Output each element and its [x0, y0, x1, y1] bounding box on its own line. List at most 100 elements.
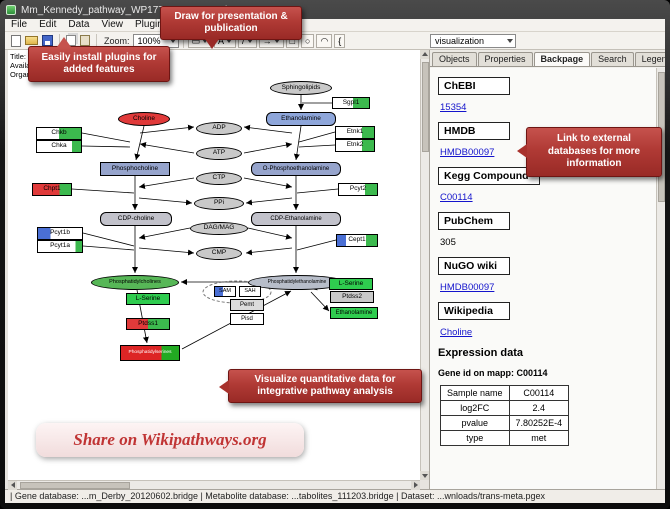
callout-visualize-text: Visualize quantitative data for integrat… [254, 373, 396, 398]
node-label: L-Serine [338, 279, 364, 287]
visualization-combobox[interactable]: visualization [430, 34, 516, 48]
backpage-link-wikipedia[interactable]: Choline [440, 327, 473, 338]
pathway-node-ptdss2[interactable]: Ptdss2 [330, 291, 374, 303]
node-label: Pcyt1b [50, 229, 70, 237]
save-icon[interactable] [42, 35, 53, 46]
pathway-node-pisd[interactable]: Pisd [230, 313, 264, 325]
scroll-left-icon[interactable] [8, 481, 17, 490]
brace-tool[interactable]: { [334, 33, 346, 48]
pathway-node-pcyt1a[interactable]: Pcyt1a [37, 240, 83, 253]
toolbar-separator [182, 33, 184, 48]
node-label: PPi [213, 199, 225, 207]
line-tool-icon: / [242, 35, 245, 46]
backpage-link-kegg-compound[interactable]: C00114 [440, 192, 473, 203]
scroll-down-icon[interactable] [420, 471, 429, 480]
chevron-down-icon [226, 38, 233, 43]
table-cell: 7.80252E-4 [508, 415, 570, 431]
pathway-node-l-serine[interactable]: L-Serine [329, 278, 373, 290]
node-label: DAG/MAG [203, 224, 235, 232]
pathway-node-sah[interactable]: SAH [239, 286, 261, 297]
node-label: Ethanolamine [281, 114, 321, 122]
backpage-header-chebi: ChEBI [438, 77, 510, 95]
pathway-node-choline[interactable]: Choline [118, 112, 170, 126]
pathway-node-chka[interactable]: Chka [36, 140, 82, 153]
pathway-node-phosphatidylcholines[interactable]: Phosphatidylcholines [91, 275, 179, 290]
node-label: Pemt [239, 302, 254, 308]
pathway-node-cmp[interactable]: CMP [196, 247, 242, 260]
node-label: CDP-Ethanolamine [270, 216, 322, 222]
pathway-node-chpt1[interactable]: Chpt1 [32, 183, 72, 196]
pathway-node-ctp[interactable]: CTP [196, 172, 242, 185]
pathway-node-adp[interactable]: ADP [196, 122, 242, 135]
backpage-value-pubchem: 305 [440, 237, 456, 248]
titlebar[interactable]: Mm_Kennedy_pathway_WP1771_45176.gpml [6, 2, 664, 18]
pathway-node-pcyt1b[interactable]: Pcyt1b [37, 227, 83, 240]
scrollbar-thumb[interactable] [20, 482, 130, 489]
menu-file[interactable]: File [11, 19, 28, 30]
pathway-node-pemt[interactable]: Pemt [230, 299, 264, 311]
menu-data[interactable]: Data [68, 19, 90, 30]
pathway-node-dag-mag[interactable]: DAG/MAG [190, 222, 248, 235]
backpage-link-chebi[interactable]: 15354 [440, 102, 467, 113]
scrollbar-thumb[interactable] [422, 62, 429, 152]
paste-icon[interactable] [80, 35, 90, 46]
arc-tool[interactable]: ◠ [316, 33, 333, 48]
node-label: Phosphatidylethanolamine [267, 279, 327, 285]
pathway-node-phosphatidylethanolamine[interactable]: Phosphatidylethanolamine [248, 275, 346, 290]
node-label: Cept1 [348, 236, 366, 244]
chevron-down-icon [169, 38, 176, 43]
pathway-node-pcyt2[interactable]: Pcyt2 [338, 183, 378, 196]
menu-view[interactable]: View [101, 19, 123, 30]
pathway-node-cdp-choline[interactable]: CDP-choline [100, 212, 172, 226]
backpage-link-hmdb[interactable]: HMDB00097 [440, 147, 495, 158]
pathway-node-sam[interactable]: SAM [214, 286, 236, 297]
menu-plugins[interactable]: Plugins [134, 19, 168, 30]
pathway-node-ppi[interactable]: PPi [194, 197, 244, 210]
zoom-label: Zoom: [104, 35, 130, 46]
arrow-tool-icon: → [262, 35, 272, 46]
node-label: Ptdss1 [138, 319, 158, 327]
pathway-node-ethanolamine[interactable]: Ethanolamine [266, 112, 336, 126]
tab-legend[interactable]: Legend [634, 52, 665, 66]
node-label: Phosphatidylserines [128, 349, 172, 355]
side-panel: ObjectsPropertiesBackpageSearchLegend Ch… [429, 50, 665, 489]
pathway-node-cept1[interactable]: Cept1 [336, 234, 378, 247]
backpage-link-nugo-wiki[interactable]: HMDB00097 [440, 282, 495, 293]
tab-objects[interactable]: Objects [432, 52, 477, 66]
node-label: O-Phosphoethanolamine [262, 166, 330, 172]
scroll-right-icon[interactable] [411, 481, 420, 490]
pathway-node-o-phosphoethanolamine[interactable]: O-Phosphoethanolamine [251, 162, 341, 176]
backpage-header-kegg-compound: Kegg Compound [438, 167, 540, 185]
backpage-header-nugo-wiki: NuGO wiki [438, 257, 510, 275]
pathway-node-sphingolipids[interactable]: Sphingolipids [270, 81, 332, 95]
pathway-node-etnk1[interactable]: Etnk1 [335, 126, 375, 139]
pathway-node-atp[interactable]: ATP [196, 147, 242, 160]
menu-edit[interactable]: Edit [39, 19, 57, 30]
tab-search[interactable]: Search [591, 52, 634, 66]
canvas-horizontal-scrollbar[interactable] [8, 480, 420, 490]
pathway-node-ptdss1[interactable]: Ptdss1 [126, 318, 170, 330]
zoom-value: 100% [137, 35, 161, 46]
chevron-down-icon [507, 39, 513, 43]
ellipse-tool[interactable]: ○ [301, 33, 315, 48]
open-file-icon[interactable] [25, 36, 38, 45]
pathway-node-etnk2[interactable]: Etnk2 [335, 139, 375, 152]
pathway-node-l-serine[interactable]: L-Serine [126, 293, 170, 305]
node-label: ADP [212, 124, 226, 132]
pathway-canvas[interactable]: Title:Availability:Organism: Sphingolipi… [8, 50, 420, 480]
pathway-node-phosphocholine[interactable]: Phosphocholine [100, 162, 170, 176]
tab-backpage[interactable]: Backpage [533, 52, 591, 66]
new-file-icon[interactable] [11, 34, 21, 47]
pathway-node-phosphatidylserines[interactable]: Phosphatidylserines [120, 345, 180, 361]
canvas-vertical-scrollbar[interactable] [420, 50, 429, 480]
pathway-node-ethanolamine[interactable]: Ethanolamine [330, 307, 378, 319]
pathway-node-sgpl1[interactable]: Sgpl1 [332, 97, 370, 109]
pathway-node-chkb[interactable]: Chkb [36, 127, 82, 140]
node-label: Etnk1 [346, 128, 364, 136]
node-label: Choline [132, 114, 156, 122]
pathway-node-cdp-ethanolamine[interactable]: CDP-Ethanolamine [251, 212, 341, 226]
callout-plugins-text: Easily install plugins for added feature… [41, 51, 157, 76]
tab-properties[interactable]: Properties [477, 52, 533, 66]
app-icon [6, 5, 16, 15]
scroll-up-icon[interactable] [420, 50, 429, 59]
